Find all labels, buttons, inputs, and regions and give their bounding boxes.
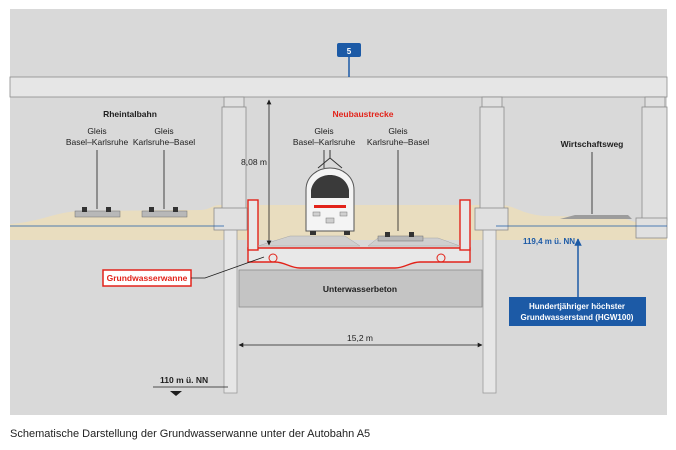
motorway-sign-number: 5 [347,47,352,56]
ice-train [305,150,355,235]
bridge-deck [9,76,668,98]
neubaustrecke-track-left-line1: Gleis [314,126,333,136]
wirtschaftsweg-label: Wirtschaftsweg [561,139,624,149]
rheintalbahn-track-left-line1: Gleis [87,126,106,136]
left-pile [223,227,238,394]
figure-caption: Schematische Darstellung der Grundwasser… [10,428,370,440]
trough-wall-right [459,199,471,251]
base-level-label: 110 m ü. NN [160,375,208,385]
hgw-box-line2: Grundwasserstand (HGW100) [521,313,634,322]
grundwasserwanne-label: Grundwasserwanne [107,273,188,283]
unterwasserbeton-label: Unterwasserbeton [323,284,397,294]
rheintalbahn-track-right-line1: Gleis [154,126,173,136]
rheintalbahn-track-right [141,207,188,218]
base-level-triangle [170,391,182,396]
neubaustrecke-track-right-line2: Karlsruhe–Basel [367,137,429,147]
wirtschaftsweg-path [560,215,632,219]
neubaustrecke-track-left-line2: Basel–Karlsruhe [293,137,356,147]
trough-slab [247,247,471,269]
rheintalbahn-track-left [74,207,121,218]
hgw-box [509,297,646,326]
groundwater-level-label: 119,4 m ü. NN [523,237,575,246]
drain-left [268,253,278,263]
pillar-left [213,96,248,231]
rheintalbahn-track-right-line2: Karlsruhe–Basel [133,137,195,147]
rheintalbahn-title: Rheintalbahn [103,109,157,119]
underwater-concrete [238,269,483,308]
rheintalbahn-track-left-line2: Basel–Karlsruhe [66,137,129,147]
neubaustrecke-title: Neubaustrecke [333,109,394,119]
hgw-box-line1: Hundertjähriger höchster [529,302,625,311]
trough-wall-left [247,199,259,251]
motorway-sign: 5 [337,43,361,77]
pillar-center [474,96,509,231]
right-pile [482,227,497,394]
drain-right [436,253,446,263]
width-label: 15,2 m [347,333,373,343]
pillar-right [635,96,668,239]
clearance-height-label: 8,08 m [241,157,267,167]
grundwasserwanne-leader [191,256,265,279]
neubaustrecke-track-right [377,232,424,242]
neubaustrecke-track-right-line1: Gleis [388,126,407,136]
